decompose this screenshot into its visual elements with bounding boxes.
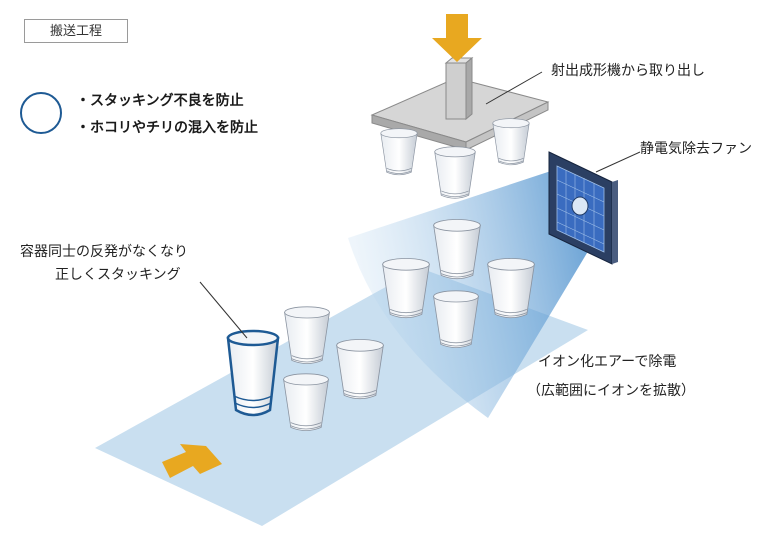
conveyor-direction-arrow bbox=[162, 444, 222, 478]
legend-marker bbox=[20, 92, 62, 134]
leader-fan bbox=[595, 151, 641, 173]
leader-molding bbox=[485, 71, 543, 105]
leader-cups bbox=[199, 281, 248, 339]
eject-arrow bbox=[432, 14, 482, 62]
ion-air-sublabel: （広範囲にイオンを拡散） bbox=[527, 383, 695, 399]
molded-cup bbox=[492, 118, 530, 166]
cup-stack bbox=[487, 257, 535, 319]
cup-stack bbox=[382, 258, 430, 319]
cups-sublabel: 正しくスタッキング bbox=[55, 267, 181, 283]
highlighted-cup-stack bbox=[226, 329, 280, 417]
legend-item-dust: ・ホコリやチリの混入を防止 bbox=[76, 120, 258, 136]
cup-stack bbox=[284, 306, 330, 365]
molded-cup bbox=[380, 128, 418, 176]
cups-label: 容器同士の反発がなくなり bbox=[20, 244, 188, 260]
legend-item-stacking: ・スタッキング不良を防止 bbox=[76, 93, 244, 109]
static-elimination-fan bbox=[548, 151, 618, 265]
molded-cup bbox=[434, 146, 476, 199]
process-title: 搬送工程 bbox=[24, 19, 128, 43]
cup-stack bbox=[336, 338, 384, 400]
cup-stack bbox=[433, 219, 481, 280]
ion-air-label: イオン化エアーで除電 bbox=[538, 354, 677, 370]
cup-stack bbox=[283, 373, 329, 432]
fan-label: 静電気除去ファン bbox=[640, 141, 752, 157]
molding-label: 射出成形機から取り出し bbox=[551, 63, 705, 79]
cup-stack bbox=[433, 290, 479, 349]
